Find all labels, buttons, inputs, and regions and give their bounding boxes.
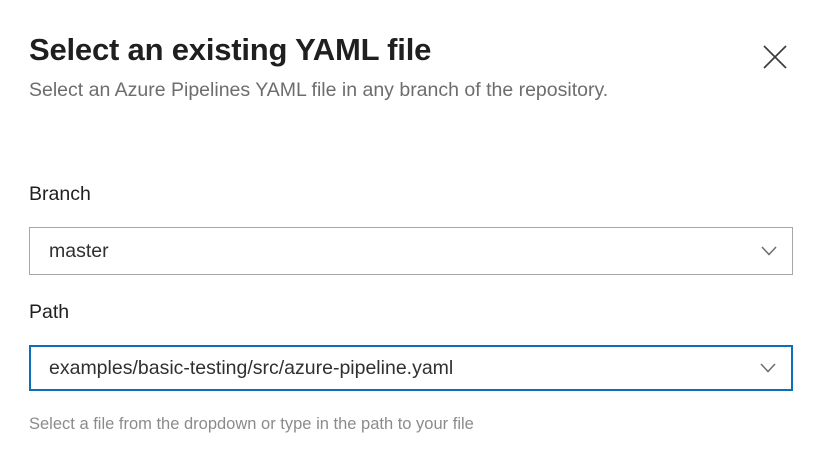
chevron-down-icon <box>760 245 778 257</box>
branch-dropdown-toggle[interactable] <box>746 228 792 274</box>
path-dropdown-toggle[interactable] <box>745 347 791 389</box>
path-combobox[interactable] <box>29 345 793 391</box>
dialog-header: Select an existing YAML file Select an A… <box>29 30 759 107</box>
close-icon <box>761 43 789 71</box>
chevron-down-icon <box>759 362 777 374</box>
branch-field-group: Branch <box>29 181 793 275</box>
close-button[interactable] <box>755 37 795 77</box>
dialog-subtitle: Select an Azure Pipelines YAML file in a… <box>29 79 609 101</box>
path-input[interactable] <box>31 355 745 381</box>
path-helper-text: Select a file from the dropdown or type … <box>29 415 474 433</box>
path-label: Path <box>29 301 70 323</box>
page-title: Select an existing YAML file <box>29 32 432 67</box>
branch-label: Branch <box>29 183 91 205</box>
path-field-group: Path <box>29 299 793 391</box>
branch-combobox[interactable] <box>29 227 793 275</box>
branch-input[interactable] <box>30 238 746 264</box>
